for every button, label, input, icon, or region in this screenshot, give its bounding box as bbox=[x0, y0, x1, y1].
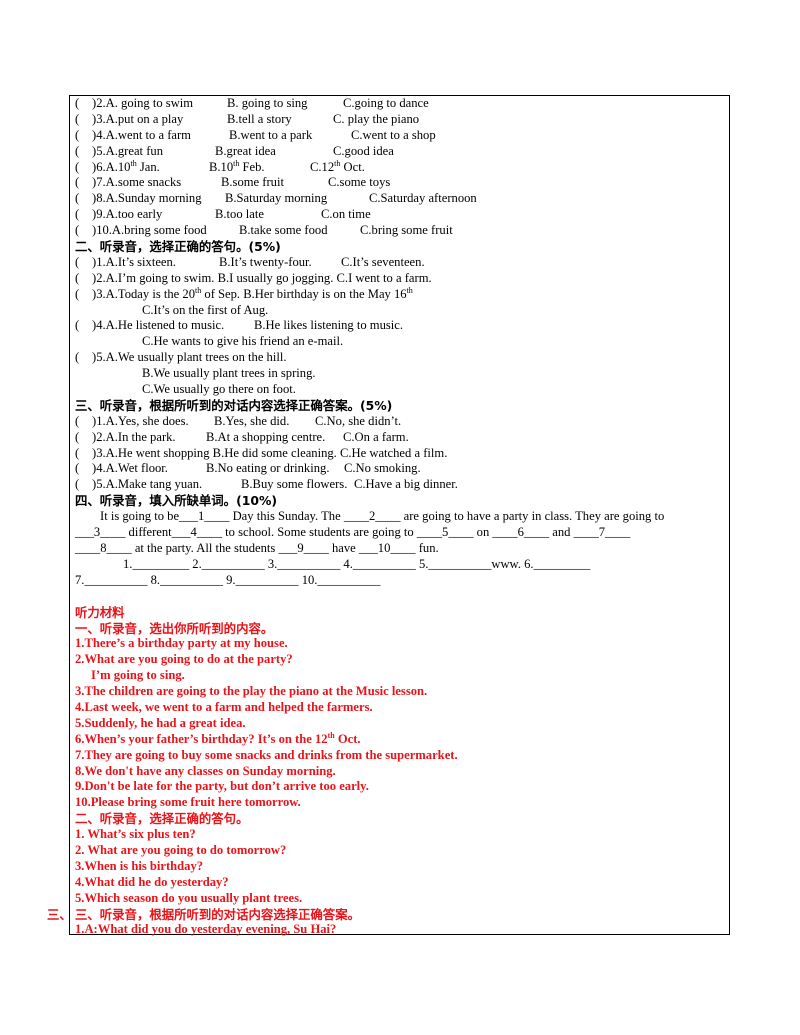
question-row: ()3.A.Today is the 20th of Sep. B.Her bi… bbox=[75, 285, 413, 301]
question-row: ()5.A.We usually plant trees on the hill… bbox=[75, 350, 287, 365]
option-line: B.We usually plant trees in spring. bbox=[142, 366, 316, 381]
section-heading-3: 三、听录音，根据所听到的对话内容选择正确答案。(5%) bbox=[75, 397, 393, 413]
question-row: ()1.A.It’s sixteen.B.It’s twenty-four.C.… bbox=[75, 254, 425, 269]
script-title: 听力材料 bbox=[75, 604, 125, 620]
script-line: 1. What’s six plus ten? bbox=[75, 827, 196, 842]
option-line: C.We usually go there on foot. bbox=[142, 382, 296, 397]
option-line: C.It’s on the first of Aug. bbox=[142, 302, 269, 317]
script-heading-3: 三、三、听录音，根据所听到的对话内容选择正确答案。 bbox=[47, 906, 360, 922]
script-line: 2.What are you going to do at the party? bbox=[75, 652, 293, 667]
script-line: 10.Please bring some fruit here tomorrow… bbox=[75, 795, 301, 810]
question-row: ()2.A.I’m going to swim. B.I usually go … bbox=[75, 270, 432, 285]
script-line: 5.Which season do you usually plant tree… bbox=[75, 890, 303, 905]
answer-line: 1._________ 2.__________ 3.__________ 4.… bbox=[123, 556, 591, 571]
script-line: 3.The children are going to the play the… bbox=[75, 684, 428, 699]
script-line: 1.A:What did you do yesterday evening, S… bbox=[75, 922, 337, 937]
script-line: 1.There’s a birthday party at my house. bbox=[75, 636, 288, 651]
question-row: ()5.A.Make tang yuan.B.Buy some flowers.… bbox=[75, 477, 458, 492]
question-row: ()4.A.He listened to music.B.He likes li… bbox=[75, 318, 404, 333]
answer-line: 7.__________ 8.__________ 9.__________ 1… bbox=[75, 572, 381, 587]
question-row: ()3.A.He went shopping B.He did some cle… bbox=[75, 445, 448, 460]
script-line: 6.When’s your father’s birthday? It’s on… bbox=[75, 730, 361, 746]
script-heading-1: 一、听录音，选出你所听到的内容。 bbox=[75, 620, 274, 636]
script-line: 4.Last week, we went to a farm and helpe… bbox=[75, 699, 373, 714]
section-heading-4: 四、听录音，填入所缺单词。(10%) bbox=[75, 493, 278, 509]
passage-line: ___3____ different___4____ to school. So… bbox=[75, 525, 631, 540]
question-row: ()1.A.Yes, she does.B.Yes, she did.C.No,… bbox=[75, 413, 402, 428]
script-line: 2. What are you going to do tomorrow? bbox=[75, 842, 287, 857]
script-line: 4.What did he do yesterday? bbox=[75, 874, 229, 889]
script-line: 9.Don't be late for the party, but don’t… bbox=[75, 779, 369, 794]
passage-line: ____8____ at the party. All the students… bbox=[75, 540, 439, 555]
script-line: 3.When is his birthday? bbox=[75, 858, 204, 873]
script-line: 7.They are going to buy some snacks and … bbox=[75, 747, 458, 762]
question-row: ()6.A.10th Jan.B.10th Feb.C.12th Oct. bbox=[75, 158, 365, 174]
passage-line: It is going to be___1____ Day this Sunda… bbox=[100, 509, 665, 524]
section-heading-2: 二、听录音，选择正确的答句。(5%) bbox=[75, 239, 281, 255]
script-heading-2: 二、听录音，选择正确的答句。 bbox=[75, 811, 249, 827]
script-line: 8.We don't have any classes on Sunday mo… bbox=[75, 763, 336, 778]
page-frame bbox=[69, 95, 730, 935]
script-line: I’m going to sing. bbox=[91, 668, 185, 683]
question-row: ()4.A.Wet floor.B.No eating or drinking.… bbox=[75, 461, 421, 476]
script-line: 5.Suddenly, he had a great idea. bbox=[75, 715, 246, 730]
question-row: ()2.A.In the park.B.At a shopping centre… bbox=[75, 429, 409, 444]
option-line: C.He wants to give his friend an e-mail. bbox=[142, 334, 344, 349]
